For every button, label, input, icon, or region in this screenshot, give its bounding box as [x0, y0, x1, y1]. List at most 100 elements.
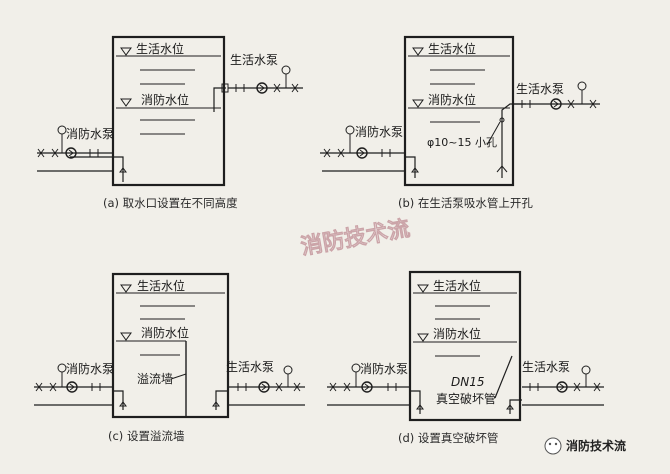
life-pump-label-d: 生活水泵: [522, 360, 570, 374]
channel-badge: 消防技术流: [544, 437, 626, 455]
life-outlet-pipe-d: [522, 386, 604, 406]
panel-a: 生活水位 消防水位 生活水泵 消防水泵 (a) 取水口设置在不同高度: [37, 35, 303, 210]
level-marker-icon: [120, 284, 132, 293]
pump-arrow-icon: [553, 100, 559, 108]
pressure-gauge-icon: [577, 81, 587, 91]
hole-icon: [499, 117, 505, 123]
pump-icon: [556, 381, 568, 393]
wechat-eye-icon: [548, 442, 552, 446]
tank-d: [408, 270, 522, 422]
caption-b: (b) 在生活泵吸水管上开孔: [398, 196, 533, 210]
check-valve-icon: [273, 83, 281, 93]
check-valve-icon: [337, 148, 345, 158]
foot-valve-icon: [119, 401, 127, 407]
pump-icon: [356, 147, 368, 159]
caption-a: (a) 取水口设置在不同高度: [103, 196, 238, 210]
foot-valve-icon: [212, 401, 220, 407]
foot-valve-icon: [416, 404, 424, 410]
level-marker-icon: [120, 47, 132, 56]
lower-level-label-d: 消防水位: [433, 326, 481, 341]
life-pump-label-a: 生活水泵: [230, 53, 278, 67]
gate-valve-icon: [329, 382, 337, 392]
pump-icon: [65, 147, 77, 159]
pump-arrow-icon: [261, 383, 267, 391]
check-valve-icon: [573, 382, 581, 392]
fire-pump-label-d: 消防水泵: [360, 361, 408, 376]
pressure-gauge-icon: [351, 363, 361, 373]
life-pump-label-b: 生活水泵: [516, 82, 564, 96]
valve-icon: [237, 383, 247, 391]
valve-icon: [387, 383, 397, 391]
fire-intake-pipe-c: [113, 390, 124, 410]
panel-c: 生活水位 消防水位 溢流墙 生活水泵 消防水泵 (c) 设置溢流墙: [34, 272, 305, 443]
water-lines-a: [140, 69, 195, 85]
pump-icon: [256, 82, 268, 94]
pump-icon: [550, 98, 562, 110]
valve-icon: [91, 383, 101, 391]
level-marker-icon: [120, 98, 132, 107]
upper-level-label-b: 生活水位: [428, 41, 476, 56]
life-pump-label-c: 生活水泵: [226, 360, 274, 374]
level-marker-icon: [412, 99, 424, 108]
foot-valve-icon: [411, 167, 419, 173]
foot-valve-icon: [496, 165, 508, 173]
breaker-label-d: 真空破坏管: [436, 391, 496, 406]
upper-level-label-d: 生活水位: [433, 278, 481, 293]
lower-level-label-b: 消防水位: [428, 92, 476, 107]
valve-icon: [89, 149, 99, 157]
valve-icon: [381, 149, 391, 157]
panel-b: 生活水位 消防水位 φ10~15 小孔 生活水泵 消防水泵 (b): [320, 35, 600, 210]
pressure-gauge-icon: [345, 125, 355, 135]
wechat-icon: [544, 437, 562, 455]
pressure-gauge-icon: [283, 365, 293, 375]
valve-icon: [521, 100, 531, 108]
upper-level-label-a: 生活水位: [136, 41, 184, 56]
upper-level-label-c: 生活水位: [137, 278, 185, 293]
gate-valve-icon: [35, 382, 43, 392]
level-marker-icon: [417, 284, 429, 293]
lower-level-label-c: 消防水位: [141, 325, 189, 340]
water-lines-b: [430, 69, 485, 85]
fire-intake-pipe-b: [405, 156, 416, 178]
pump-arrow-icon: [559, 383, 565, 391]
pump-arrow-icon: [364, 383, 370, 391]
pump-arrow-icon: [69, 383, 75, 391]
pump-icon: [258, 381, 270, 393]
lower-level-label-a: 消防水位: [141, 92, 189, 107]
water-lines-c: [140, 305, 195, 320]
check-valve-icon: [567, 99, 575, 109]
level-marker-icon: [120, 332, 132, 341]
wall-leader: [170, 373, 187, 380]
gate-valve-icon: [291, 83, 299, 93]
level-marker-icon: [412, 47, 424, 56]
tank-c: [111, 272, 230, 419]
pump-icon: [361, 381, 373, 393]
check-valve-icon: [275, 382, 283, 392]
tank-a: [111, 35, 226, 187]
pump-icon: [66, 381, 78, 393]
hole-label-b: φ10~15 小孔: [427, 136, 497, 149]
panel-d: 生活水位 消防水位 DN15 真空破坏管 生活水泵 消防水泵 (d) 设置真空破: [327, 270, 604, 445]
fire-intake-pipe-d: [410, 390, 421, 414]
check-valve-icon: [49, 382, 57, 392]
gate-valve-icon: [293, 382, 301, 392]
fire-outlet-pipe-a: [37, 152, 113, 158]
foot-valve-icon: [119, 167, 127, 173]
fire-pump-label-a: 消防水泵: [66, 126, 114, 141]
tank-b: [403, 35, 515, 187]
level-marker-icon: [417, 333, 429, 342]
pressure-gauge-icon: [581, 365, 591, 375]
fire-pump-label-c: 消防水泵: [66, 361, 114, 376]
life-intake-pipe-c: [215, 390, 228, 410]
water-lines-d: [435, 305, 490, 320]
badge-text: 消防技术流: [566, 438, 626, 453]
pressure-gauge-icon: [57, 363, 67, 373]
check-valve-icon: [51, 148, 59, 158]
pump-arrow-icon: [68, 149, 74, 157]
gate-valve-icon: [37, 148, 45, 158]
pressure-gauge-icon: [281, 65, 291, 75]
pressure-gauge-icon: [57, 125, 67, 135]
gate-valve-icon: [589, 99, 597, 109]
valve-icon: [235, 84, 245, 92]
